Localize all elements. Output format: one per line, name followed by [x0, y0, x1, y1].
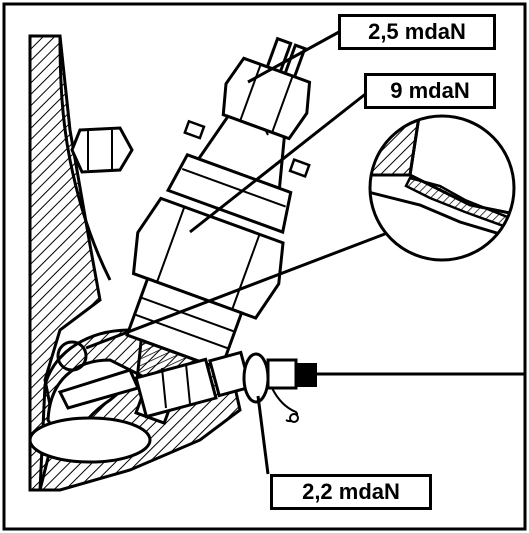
magnified-detail: [368, 114, 516, 262]
torque-label-upper: 2,5 mdaN: [338, 14, 496, 50]
piston-crown: [28, 416, 152, 464]
hex-nut-background: [70, 126, 134, 174]
detail-marker-circle: [56, 340, 88, 372]
glow-plug: [57, 350, 317, 423]
torque-label-middle: 9 mdaN: [364, 73, 496, 109]
casting-outline: [58, 35, 112, 281]
leader-lines: [85, 30, 526, 475]
torque-label-lower: 2,2 mdaN: [270, 474, 432, 510]
tick-mark: [265, 130, 269, 136]
cylinder-head-wall: [28, 34, 102, 492]
